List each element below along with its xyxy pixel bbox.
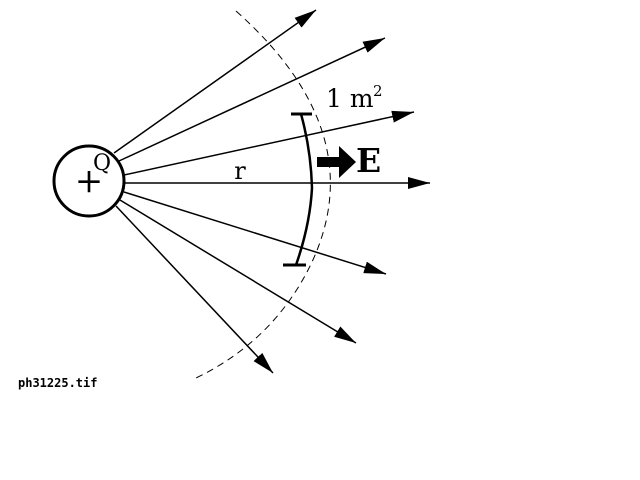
field-lines [113, 9, 430, 374]
charge-label: Q [93, 151, 111, 176]
field-line-2 [118, 37, 386, 162]
field-line-3 [123, 110, 415, 176]
point-charge-circle [52, 144, 126, 218]
field-direction-arrow-icon [317, 146, 356, 178]
field-line-5 [123, 191, 387, 275]
charge-plus-sign: + [75, 161, 104, 201]
radius-label: r [234, 157, 246, 185]
area-label: 1 m [326, 84, 374, 113]
field-line-7 [115, 205, 274, 374]
filename-caption: ph31225.tif [18, 376, 97, 390]
area-label-exponent: 2 [373, 82, 383, 100]
field-line-1 [113, 9, 317, 154]
gaussian-surface-dashed-arc [195, 10, 331, 379]
field-label: E [356, 141, 381, 180]
field-line-6 [119, 199, 357, 344]
